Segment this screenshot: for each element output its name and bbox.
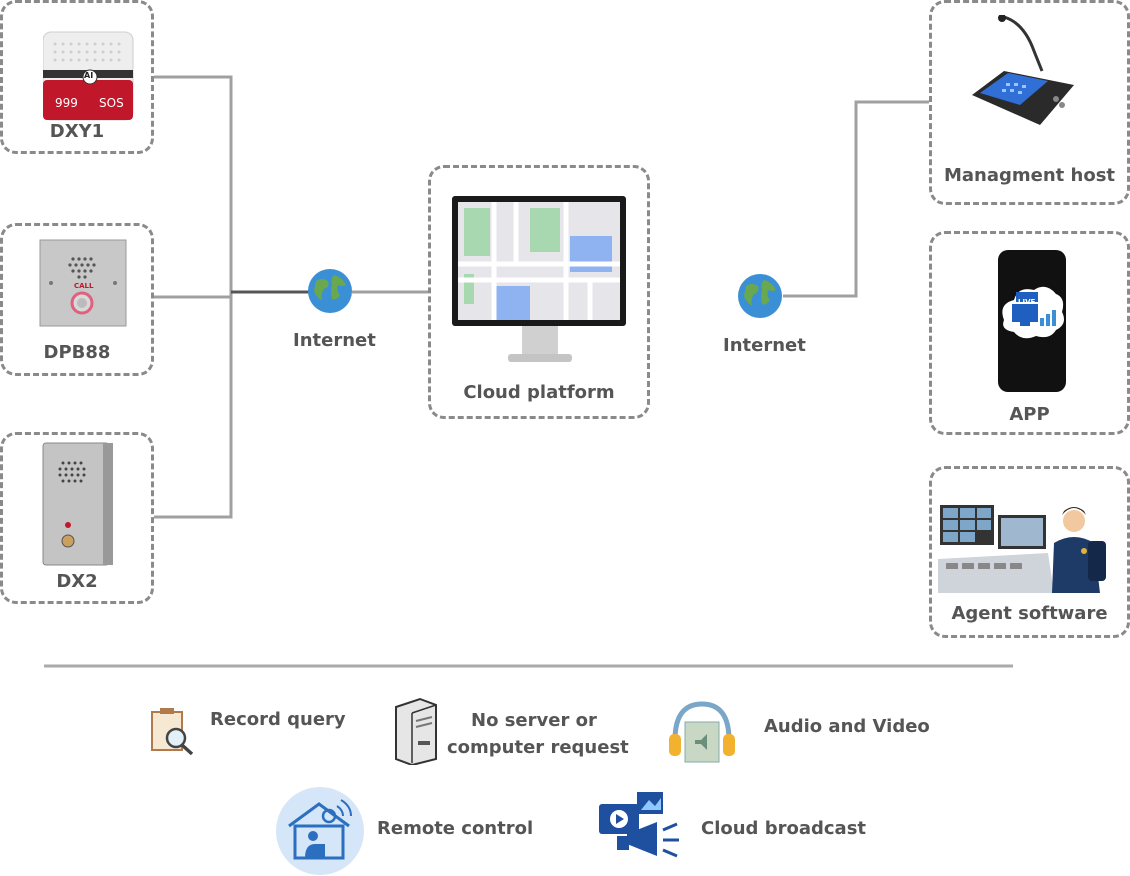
record-query-icon [151,708,194,756]
feature-remote-control: Remote control [377,818,534,839]
feature-cloud-broadcast: Cloud broadcast [701,818,867,839]
device-dpb88-label: DPB88 [43,342,111,363]
feature-no-server-line1: No server or [471,710,597,731]
dpb88-device-image [39,239,127,327]
cloud-platform-label: Cloud platform [463,382,615,403]
feature-no-server-line2: computer request [447,737,629,758]
feature-audio-video: Audio and Video [764,716,930,737]
globe-icon [738,274,782,318]
server-icon [395,697,437,765]
dxy1-panel-left: 999 [55,96,78,110]
management-host-card: Managment host [929,0,1130,205]
dxy1-badge: AI [84,71,94,80]
cloud-platform-card: Cloud platform [428,165,650,419]
device-dxy1-card: AI 999 SOS DXY1 [0,0,154,154]
dxy1-device-image [43,31,134,121]
phone-app-image [998,250,1066,392]
management-host-label: Managment host [943,165,1116,186]
app-card: LIVE APP [929,231,1130,435]
headphones-icon [669,701,735,763]
agent-software-label: Agent software [951,603,1108,624]
dx2-device-image [42,442,113,566]
monitor-map-image [452,196,626,362]
right-internet-label: Internet [723,335,806,356]
right-connection-line [783,100,931,298]
management-host-image [972,15,1074,125]
remote-control-icon [276,787,364,875]
device-dpb88-card: CALL DPB88 [0,223,154,376]
broadcast-icon [599,792,679,858]
app-label: APP [1009,404,1050,425]
device-dx2-label: DX2 [56,571,98,592]
agent-software-image [938,505,1106,593]
left-internet-label: Internet [293,330,376,351]
app-live-badge: LIVE [1018,298,1036,306]
dxy1-panel-right: SOS [99,96,124,110]
device-dxy1-label: DXY1 [49,121,105,142]
feature-record-query: Record query [210,709,346,730]
agent-software-card: Agent software [929,466,1130,638]
dpb88-call-text: CALL [74,282,94,290]
globe-icon [308,269,352,313]
device-dx2-card: DX2 [0,432,154,604]
